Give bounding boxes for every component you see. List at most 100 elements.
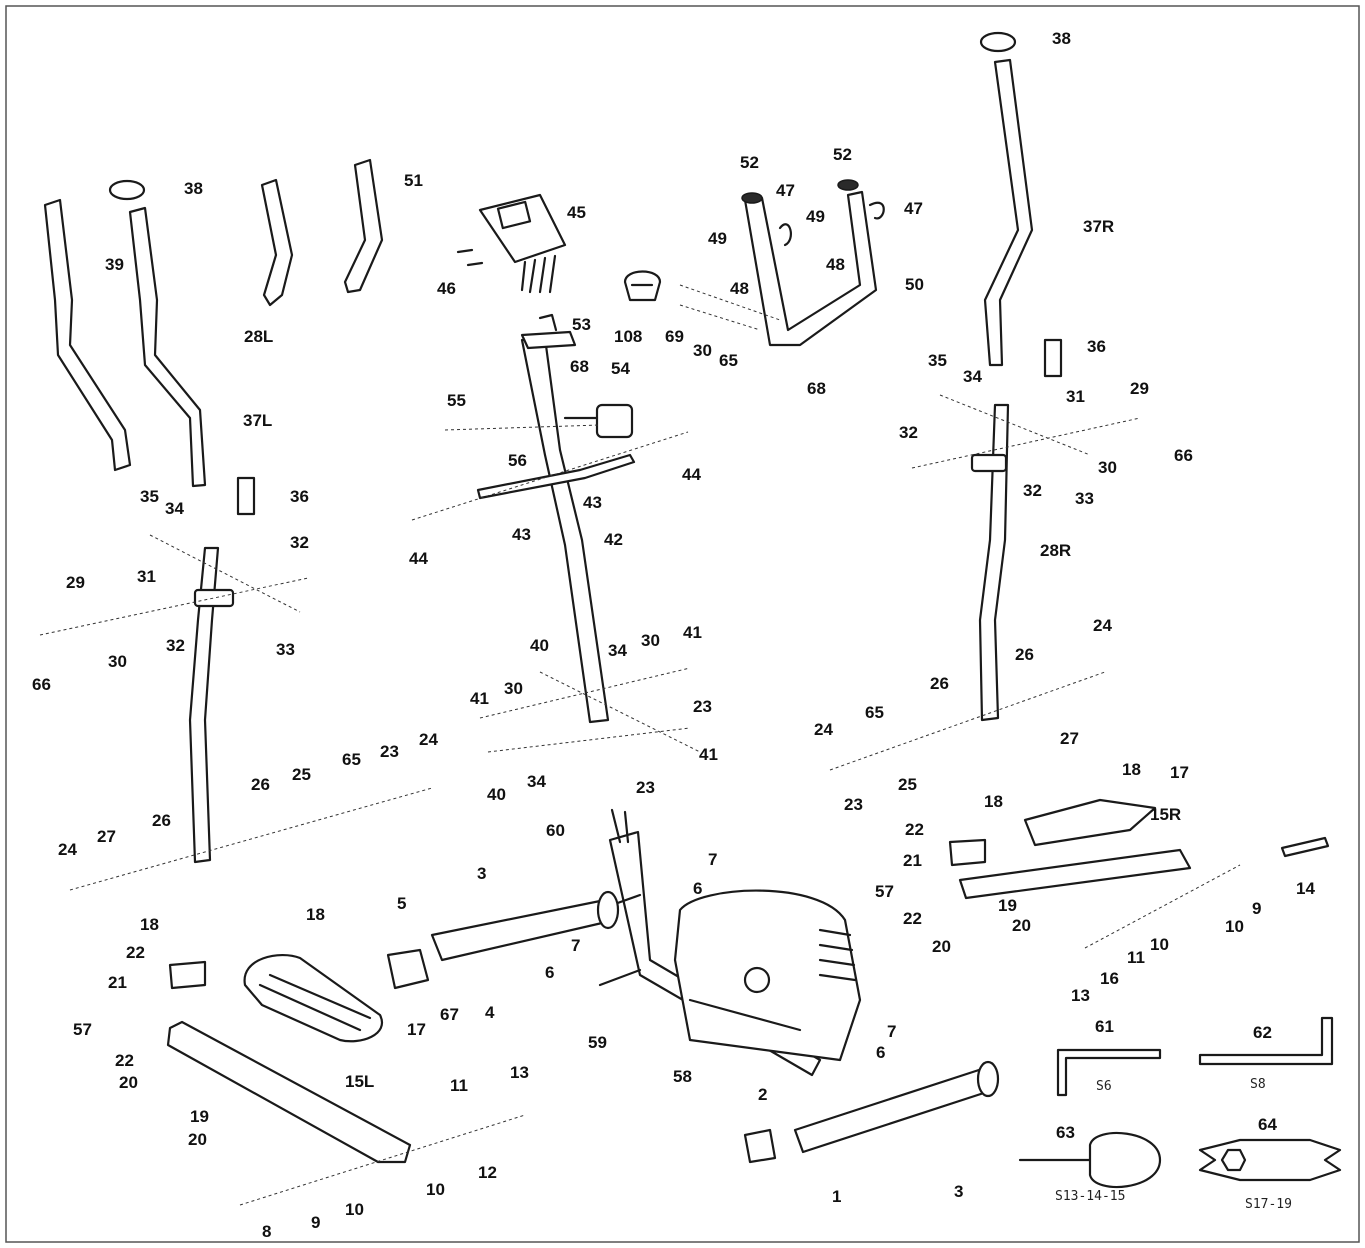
callout-33: 33 <box>1075 489 1094 508</box>
callout-41: 41 <box>699 745 718 764</box>
callout-20: 20 <box>188 1130 207 1149</box>
callout-59: 59 <box>588 1033 607 1052</box>
callout-7: 7 <box>571 936 580 955</box>
callout-6: 6 <box>693 879 702 898</box>
callout-36: 36 <box>290 487 309 506</box>
callout-24: 24 <box>1093 616 1112 635</box>
callout-68: 68 <box>807 379 826 398</box>
callout-26: 26 <box>152 811 171 830</box>
callout-30: 30 <box>1098 458 1117 477</box>
callout-23: 23 <box>636 778 655 797</box>
callout-47: 47 <box>776 181 795 200</box>
callout-28L: 28L <box>244 327 273 346</box>
part-5-end-cap <box>386 948 430 990</box>
callout-64: 64 <box>1258 1115 1277 1134</box>
part-50-front-handlebar <box>741 179 885 347</box>
callout-18: 18 <box>140 915 159 934</box>
callout-34: 34 <box>527 772 546 791</box>
callout-13: 13 <box>1071 986 1090 1005</box>
callout-65: 65 <box>865 703 884 722</box>
callout-20: 20 <box>932 937 951 956</box>
callout-38: 38 <box>1052 29 1071 48</box>
callout-30: 30 <box>641 631 660 650</box>
callout-42: 42 <box>604 530 623 549</box>
callout-37R: 37R <box>1083 217 1114 236</box>
callout-37L: 37L <box>243 411 272 430</box>
callout-9: 9 <box>1252 899 1261 918</box>
part-39-handle <box>43 198 132 472</box>
callout-11: 11 <box>450 1076 468 1095</box>
callout-58: 58 <box>673 1067 692 1086</box>
callout-19: 19 <box>190 1107 209 1126</box>
part-43-axle <box>476 453 636 500</box>
callout-19: 19 <box>998 896 1017 915</box>
callout-60: 60 <box>546 821 565 840</box>
callout-57: 57 <box>875 882 894 901</box>
part-17-pedal-right <box>1023 798 1157 847</box>
callout-22: 22 <box>115 1051 134 1070</box>
callout-1: 1 <box>832 1187 841 1206</box>
callout-10: 10 <box>345 1200 364 1219</box>
callout-7: 7 <box>708 850 717 869</box>
part-60-cable <box>610 808 630 844</box>
callout-45: 45 <box>567 203 586 222</box>
callout-20: 20 <box>1012 916 1031 935</box>
callout-29: 29 <box>66 573 85 592</box>
callout-30: 30 <box>504 679 523 698</box>
callout-26: 26 <box>251 775 270 794</box>
part-14-axle <box>1280 836 1330 858</box>
callout-15L: 15L <box>345 1072 374 1091</box>
callout-47: 47 <box>904 199 923 218</box>
part-17-pedal-left <box>243 954 384 1043</box>
callout-24: 24 <box>419 730 438 749</box>
callout-17: 17 <box>407 1020 426 1039</box>
callout-34: 34 <box>165 499 184 518</box>
callout-24: 24 <box>814 720 833 739</box>
callout-26: 26 <box>1015 645 1034 664</box>
callout-20: 20 <box>119 1073 138 1092</box>
callout-48: 48 <box>826 255 845 274</box>
callout-11: 11 <box>1127 948 1145 967</box>
callout-41: 41 <box>470 689 489 708</box>
tool-61-hex-key <box>1056 1048 1162 1097</box>
callout-40: 40 <box>530 636 549 655</box>
callout-32: 32 <box>1023 481 1042 500</box>
part-37L-handle <box>128 206 207 488</box>
callout-15R: 15R <box>1150 805 1181 824</box>
part-38-cap <box>108 31 1017 201</box>
callout-27: 27 <box>97 827 116 846</box>
callout-31: 31 <box>137 567 156 586</box>
callout-46: 46 <box>437 279 456 298</box>
callout-18: 18 <box>306 905 325 924</box>
callout-9: 9 <box>311 1213 320 1232</box>
callout-25: 25 <box>292 765 311 784</box>
part-28L-arm <box>39 534 433 891</box>
callout-28R: 28R <box>1040 541 1071 560</box>
part-51-grips <box>260 158 384 307</box>
callout-40: 40 <box>487 785 506 804</box>
callout-52: 52 <box>833 145 852 164</box>
part-28R-arm <box>829 394 1141 771</box>
tool-62-hex-key <box>1198 1016 1334 1066</box>
callout-5: 5 <box>397 894 406 913</box>
callout-21: 21 <box>903 851 922 870</box>
callout-25: 25 <box>898 775 917 794</box>
callout-22: 22 <box>905 820 924 839</box>
callout-6: 6 <box>545 963 554 982</box>
callout-62: 62 <box>1253 1023 1272 1042</box>
callout-33: 33 <box>276 640 295 659</box>
callout-68: 68 <box>570 357 589 376</box>
callout-3: 3 <box>954 1182 963 1201</box>
part-15L-pedal-bar <box>166 1020 412 1164</box>
callout-29: 29 <box>1130 379 1149 398</box>
callout-7: 7 <box>887 1022 896 1041</box>
callout-50: 50 <box>905 275 924 294</box>
callout-12: 12 <box>478 1163 497 1182</box>
callout-23: 23 <box>693 697 712 716</box>
callout-22: 22 <box>126 943 145 962</box>
callout-56: 56 <box>508 451 527 470</box>
callout-8: 8 <box>262 1222 271 1241</box>
callout-61: 61 <box>1095 1017 1114 1036</box>
callout-31: 31 <box>1066 387 1085 406</box>
